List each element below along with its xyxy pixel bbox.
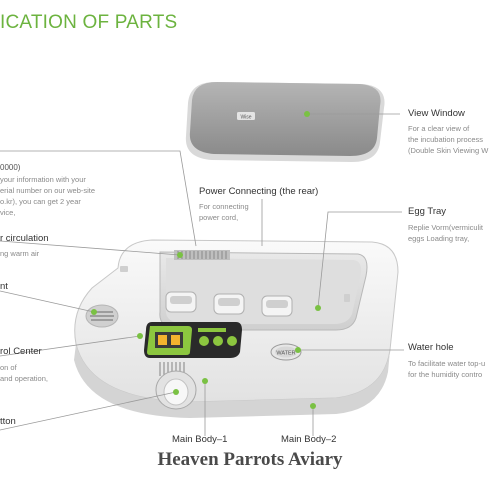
callout-dots [91, 111, 321, 409]
serial-desc-2: erial number on our web-site [0, 186, 96, 195]
incubator-body: WATER [74, 239, 399, 418]
water-hole-desc-2: for the humidity contro [408, 370, 483, 379]
main-body-1-label: Main Body–1 [172, 434, 228, 445]
egg-tray-desc-2: eggs Loading tray, [408, 234, 470, 243]
air-circulation-desc: ng warm air [0, 249, 40, 258]
view-window-lid: Wise [185, 82, 385, 162]
control-center-desc-2: and operation, [0, 374, 48, 383]
view-window-label: View Window [408, 108, 465, 119]
water-hole-desc-1: To facilitate water top-u [408, 359, 486, 368]
power-connecting-desc-2: power cord, [199, 213, 239, 222]
watermark: Heaven Parrots Aviary [157, 449, 343, 470]
egg-tray-label: Egg Tray [408, 206, 447, 217]
lid-logo: Wise [240, 115, 251, 121]
water-hole-label: Water hole [408, 342, 454, 353]
serial-code: 0000) [0, 163, 21, 172]
control-center-label: rol Center [0, 346, 42, 357]
button-label: tton [0, 416, 16, 427]
control-center-panel [144, 322, 242, 358]
egg-tray-desc-1: Replie Vorm(vermiculit [408, 223, 484, 232]
air-circulation-label: r circulation [0, 233, 49, 244]
view-window-desc-3: (Double Skin Viewing W [408, 146, 489, 155]
power-connecting-label: Power Connecting (the rear) [199, 186, 319, 197]
view-window-desc-1: For a clear view of [408, 124, 470, 133]
serial-desc-3: o.kr), you can get 2 year [0, 197, 81, 206]
water-hole-button: WATER [270, 343, 302, 361]
main-body-2-label: Main Body–2 [281, 434, 337, 445]
power-connecting-desc-1: For connecting [199, 202, 249, 211]
serial-desc-4: vice, [0, 208, 16, 217]
page-title: ICATION OF PARTS [0, 12, 178, 33]
leader-lines [0, 113, 404, 436]
light-label: nt [0, 281, 8, 292]
control-center-desc-1: on of [0, 363, 17, 372]
egg-tray [165, 291, 293, 317]
vent-grille [85, 304, 119, 328]
water-button-label: WATER [276, 351, 295, 357]
view-window-desc-2: the incubation process [408, 135, 484, 144]
serial-desc-1: your information with your [0, 175, 86, 184]
